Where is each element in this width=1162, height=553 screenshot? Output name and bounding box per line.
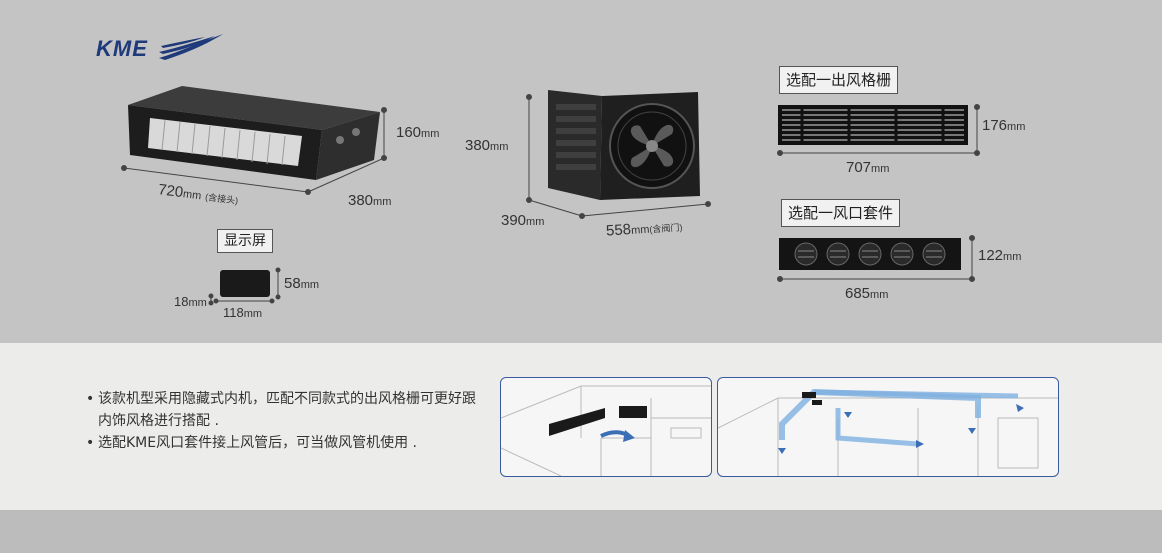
vent-kit-option-label: 选配一风口套件 [781,199,901,227]
duct-install-illustration [717,377,1059,477]
grille-height-label: 176mm [982,117,1026,134]
grille-drawing [778,105,968,145]
install-scene-2 [718,388,1058,476]
vent-kit-width-label: 685mm [845,285,889,302]
feature-notes: 该款机型采用隐藏式内机，匹配不同款式的出风格栅可更好跟内饰风格进行搭配 . 选配… [86,388,486,454]
footer-band [0,510,1162,553]
indoor-unit-drawing [128,86,380,180]
install-scene-1 [501,385,711,476]
right-arrow-icon [916,440,924,448]
display-screen-drawing [220,270,270,297]
fan-height-label: 380mm [465,137,509,154]
fan-depth-label: 390mm [501,212,545,229]
vent-kit-drawing [779,238,961,270]
unit-height-label: 160mm [396,124,440,141]
grille-option-label: 选配一出风格栅 [779,66,899,94]
vent-kit-height-label: 122mm [978,247,1022,264]
down-arrow-icon [844,412,852,418]
unit-depth-label: 380mm [348,192,392,209]
hidden-install-illustration [500,377,712,477]
display-label-box: 显示屏 [217,229,273,253]
display-height-label: 58mm [284,275,320,292]
note-item: 选配KME风口套件接上风管后，可当做风管机使用 . [86,432,486,454]
down-arrow-icon [778,448,786,454]
outdoor-fan-unit-drawing [548,90,700,200]
kme-logo: KME [96,32,225,62]
display-depth-label: 18mm [174,294,207,309]
down-arrow-icon [968,428,976,434]
logo-wing-icon [159,34,224,60]
display-width-label: 118mm [223,305,263,320]
note-item: 该款机型采用隐藏式内机，匹配不同款式的出风格栅可更好跟内饰风格进行搭配 . [86,388,486,432]
right-arrow-icon [1016,404,1024,412]
grille-width-label: 707mm [846,159,890,176]
